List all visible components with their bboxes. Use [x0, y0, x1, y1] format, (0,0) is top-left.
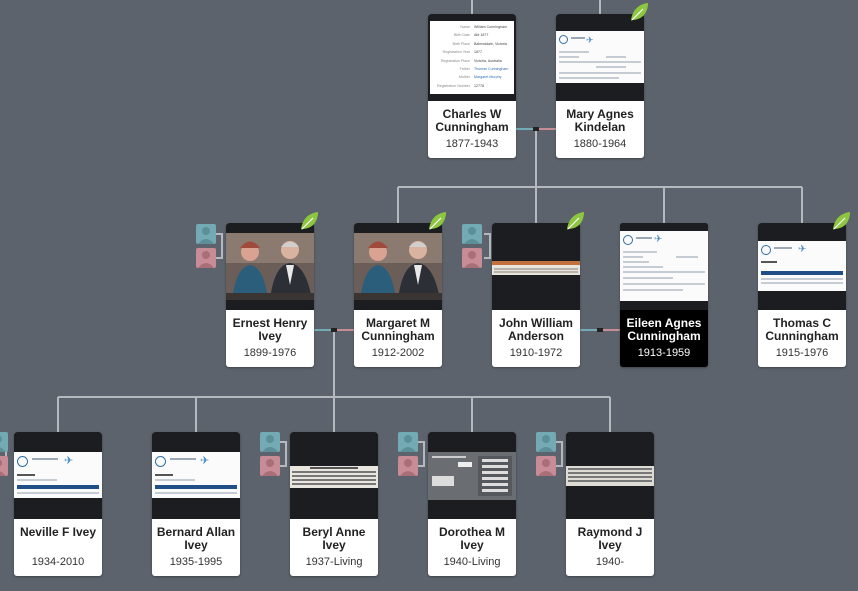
couple-photo: [354, 233, 442, 300]
document-thumbnail: [290, 466, 378, 488]
leaf-hint-icon[interactable]: [298, 210, 320, 232]
record-thumbnail: ✈: [556, 31, 644, 83]
person-lifespan: 1910-1972: [509, 347, 563, 359]
person-card-raymond-j-ivey[interactable]: Raymond J Ivey 1940-: [566, 432, 654, 576]
record-field-label: Registration Number: [437, 83, 470, 88]
leaf-hint-icon[interactable]: [564, 210, 586, 232]
record-field-label: Registration Year: [442, 50, 470, 55]
record-field-value: 1877: [474, 50, 482, 55]
person-name: Charles W Cunningham: [435, 107, 509, 134]
record-thumbnail: [492, 261, 580, 275]
record-field-value: Margaret Murphy: [474, 75, 502, 80]
male-parents-icon[interactable]: [260, 432, 280, 452]
male-parents-icon[interactable]: [196, 224, 216, 244]
search-results-thumbnail: ✈: [758, 241, 846, 291]
record-field-label: Name: [460, 25, 470, 29]
leaf-hint-icon[interactable]: [426, 210, 448, 232]
search-results-thumbnail: ✈: [14, 452, 102, 498]
record-field-value: William Cunningham: [474, 25, 507, 29]
person-lifespan: 1899-1976: [243, 347, 297, 359]
person-photo: ✈: [152, 432, 240, 519]
person-card-john-william-anderson[interactable]: John William Anderson 1910-1972: [492, 223, 580, 367]
person-lifespan: 1915-1976: [775, 347, 829, 359]
male-parents-icon[interactable]: [398, 432, 418, 452]
person-lifespan: 1935-1995: [169, 556, 223, 568]
person-card-thomas-c-cunningham[interactable]: ✈ Thomas C Cunningham 1915-1976: [758, 223, 846, 367]
person-lifespan: 1912-2002: [371, 347, 425, 359]
person-photo: ✈: [620, 223, 708, 310]
person-name: Eileen Agnes Cunningham: [626, 316, 702, 343]
person-lifespan: 1934-2010: [31, 556, 85, 568]
record-field-label: Birth Place: [452, 41, 470, 46]
person-name: Neville F Ivey: [19, 525, 97, 539]
person-name: Dorothea M Ivey: [439, 525, 505, 552]
person-card-eileen-agnes-cunningham[interactable]: ✈ Eileen Agnes Cunningham 1913-1959: [620, 223, 708, 367]
female-parents-icon[interactable]: [536, 456, 556, 476]
female-parents-icon[interactable]: [260, 456, 280, 476]
person-photo: [354, 223, 442, 310]
person-photo: [428, 432, 516, 519]
search-results-thumbnail: ✈: [152, 452, 240, 498]
record-field-label: Mother: [458, 75, 470, 80]
person-photo: ✈: [14, 432, 102, 519]
male-parents-icon[interactable]: [462, 224, 482, 244]
person-lifespan: 1880-1964: [573, 138, 627, 150]
person-name: Margaret M Cunningham: [361, 316, 435, 343]
record-field-value: Thomas Cunningham: [474, 67, 509, 72]
female-parents-icon[interactable]: [196, 248, 216, 268]
person-name: Mary Agnes Kindelan: [566, 107, 634, 134]
person-name: Beryl Anne Ivey: [302, 525, 366, 552]
person-photo: Name Birth Date Birth Place Registration…: [428, 14, 516, 101]
birth-record-thumbnail: Name Birth Date Birth Place Registration…: [430, 21, 514, 94]
person-card-dorothea-m-ivey[interactable]: Dorothea M Ivey 1940-Living: [428, 432, 516, 576]
record-field-label: Birth Date: [454, 33, 470, 38]
female-parents-icon[interactable]: [398, 456, 418, 476]
person-lifespan: 1937-Living: [305, 556, 363, 568]
record-screenshot-thumbnail: [428, 452, 516, 500]
female-parents-icon[interactable]: [0, 456, 8, 476]
male-parents-icon[interactable]: [0, 432, 8, 452]
record-field-value: Victoria, Australia: [474, 58, 502, 63]
person-name: Bernard Allan Ivey: [156, 525, 236, 552]
person-photo: ✈: [758, 223, 846, 310]
leaf-hint-icon[interactable]: [830, 210, 852, 232]
female-parents-icon[interactable]: [462, 248, 482, 268]
leaf-hint-icon[interactable]: [628, 1, 650, 23]
person-card-charles-w-cunningham[interactable]: Name Birth Date Birth Place Registration…: [428, 14, 516, 158]
person-lifespan: 1940-Living: [443, 556, 501, 568]
person-name: Ernest Henry Ivey: [232, 316, 308, 343]
record-field-value: 12778: [474, 83, 484, 88]
record-field-value: Balmoddale, Victoria: [474, 41, 507, 46]
person-photo: [226, 223, 314, 310]
person-photo: [566, 432, 654, 519]
person-card-margaret-m-cunningham[interactable]: Margaret M Cunningham 1912-2002: [354, 223, 442, 367]
person-card-beryl-anne-ivey[interactable]: Beryl Anne Ivey 1937-Living: [290, 432, 378, 576]
person-lifespan: 1877-1943: [445, 138, 499, 150]
record-field-label: Registration Place: [440, 58, 470, 63]
person-name: Thomas C Cunningham: [765, 316, 839, 343]
person-lifespan: 1913-1959: [637, 347, 691, 359]
person-photo: [290, 432, 378, 519]
person-name: John William Anderson: [499, 316, 573, 343]
document-thumbnail: [566, 466, 654, 486]
record-field-value: Abt 1877: [474, 33, 489, 38]
male-parents-icon[interactable]: [536, 432, 556, 452]
person-card-mary-agnes-kindelan[interactable]: ✈ Mary Agnes Kindelan 1880-1964: [556, 14, 644, 158]
couple-photo: [226, 233, 314, 300]
person-card-neville-f-ivey[interactable]: ✈ Neville F Ivey 1934-2010: [14, 432, 102, 576]
person-card-bernard-allan-ivey[interactable]: ✈ Bernard Allan Ivey 1935-1995: [152, 432, 240, 576]
person-card-ernest-henry-ivey[interactable]: Ernest Henry Ivey 1899-1976: [226, 223, 314, 367]
person-name: Raymond J Ivey: [577, 525, 643, 552]
record-field-label: Father: [459, 67, 470, 72]
record-thumbnail: ✈: [620, 231, 708, 301]
person-lifespan: 1940-: [595, 556, 625, 568]
person-photo: [492, 223, 580, 310]
person-photo: ✈: [556, 14, 644, 101]
